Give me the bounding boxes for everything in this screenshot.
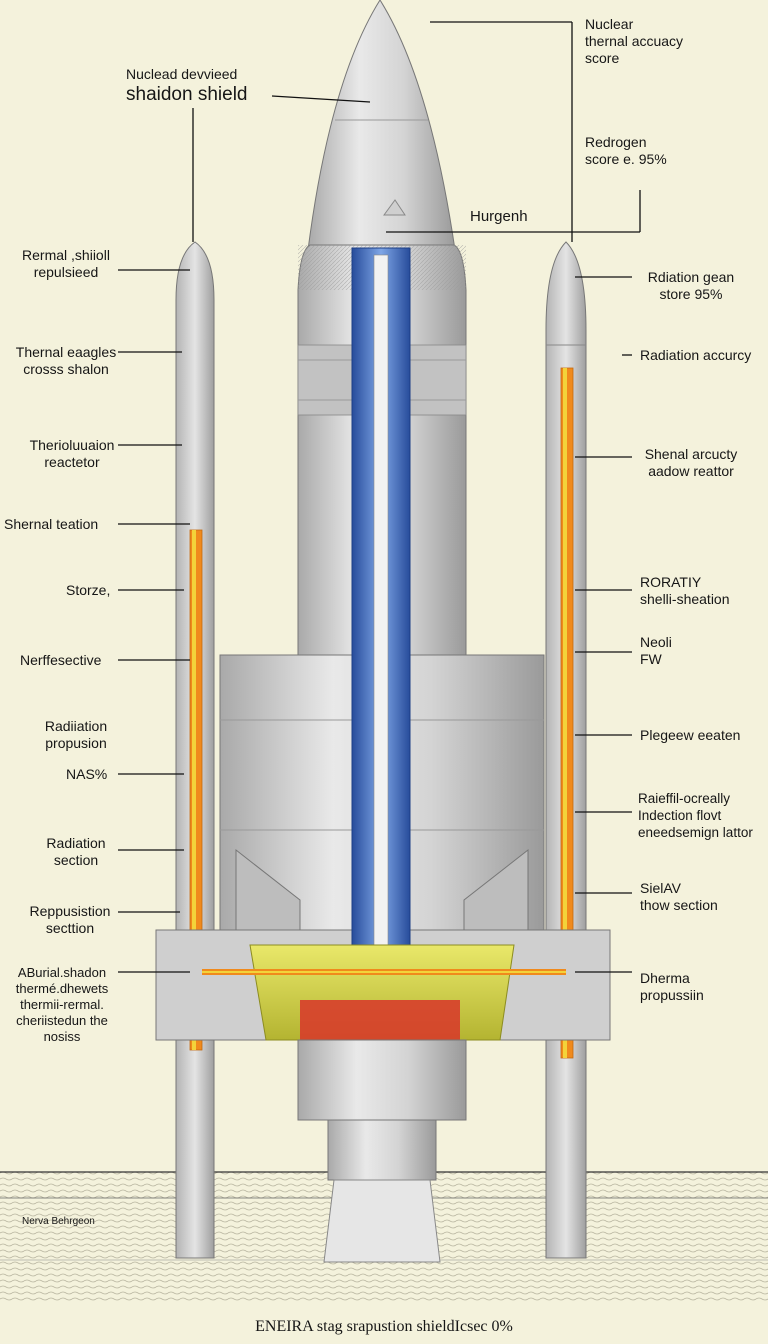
left-booster — [175, 241, 215, 1259]
reactor-core — [351, 247, 411, 1006]
right-booster — [545, 241, 587, 1259]
label-right-1: Rdiation gean store 95% — [647, 269, 735, 302]
main-nose-cone — [307, 0, 456, 251]
label-right-7: Raieffil-ocreally Indection flovt eneeds… — [638, 791, 753, 840]
leader-lines — [118, 21, 641, 973]
label-right-6: Plegeew eeaten — [640, 727, 741, 743]
label-right-8: SielAV thow section — [640, 880, 718, 913]
label-right-2: Radiation accurcy — [640, 347, 752, 363]
label-top-right-1: Nuclear thernal accuacy score — [585, 16, 684, 66]
label-right-3: Shenal arcucty aadow reattor — [644, 446, 738, 479]
label-left-8: NAS% — [66, 766, 108, 782]
label-left-11: ABurial.shadon thermé.dhewets thermii-re… — [15, 965, 109, 1044]
label-left-2: Thernal eaagles crosss shalon — [15, 344, 117, 377]
label-right-5: Neoli FW — [640, 634, 672, 667]
label-left-9: Radiation section — [46, 835, 106, 868]
engine-nozzle — [297, 1039, 467, 1263]
label-left-4: Shernal teation — [4, 516, 99, 532]
label-left-5: Storze, — [66, 582, 111, 598]
label-left-6: Nerffesective — [20, 652, 102, 668]
label-ground-left: Nerva Behrgeon — [22, 1216, 95, 1227]
label-left-1: Rermal ,shiioll repulsieed — [22, 247, 110, 280]
label-left-7: Radiiation propusion — [44, 718, 108, 751]
label-left-3: Therioluuaion reactetor — [29, 437, 115, 470]
label-center-top: Hurgenh — [470, 208, 528, 225]
label-top-left-1: Nuclead devvieed — [126, 66, 238, 82]
label-left-10: Reppusistion secttion — [29, 903, 111, 936]
label-top-left-2: shaidon shield — [126, 84, 248, 105]
label-top-right-2: Redrogen score e. 95% — [585, 134, 667, 167]
label-right-9: Dherma propussiin — [640, 970, 704, 1003]
label-right-4: RORATIY shelli-sheation — [640, 574, 730, 607]
reactor-fuel — [202, 944, 566, 1041]
caption: ENEIRA stag srapustion shieldIcsec 0% — [255, 1318, 513, 1335]
